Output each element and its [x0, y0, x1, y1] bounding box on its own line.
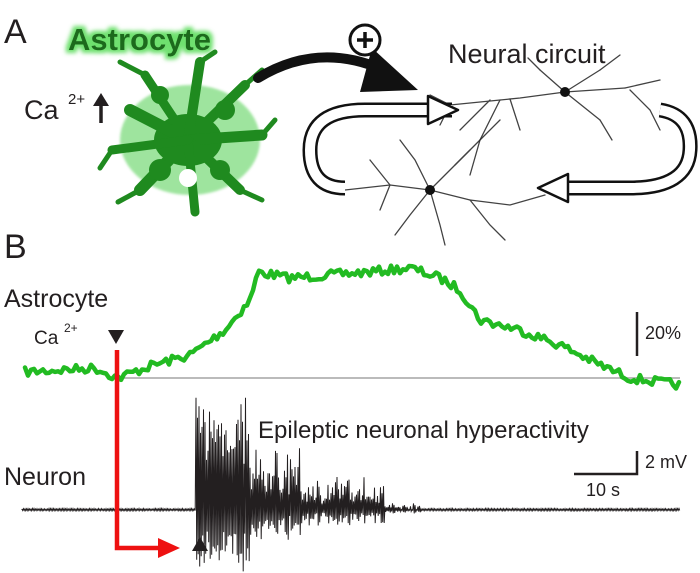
ca-text: Ca: [24, 95, 59, 125]
trace-ca-text: Ca: [34, 328, 59, 349]
red-elbow-arrow-icon: [114, 350, 180, 558]
loop-arrow-icon: [302, 94, 698, 204]
down-triangle-marker-icon: [108, 330, 124, 344]
panel-a-label: A: [4, 13, 27, 51]
hyperactivity-label: Epileptic neuronal hyperactivity: [258, 417, 589, 444]
panel-b-label: B: [4, 228, 27, 266]
neuron-lower: [344, 119, 546, 246]
astrocyte-calcium-trace: [22, 263, 682, 391]
up-triangle-marker-icon: [192, 537, 208, 551]
trace-ca-superscript: 2+: [64, 321, 78, 335]
curved-arrow-icon: [253, 48, 418, 92]
plus-symbol: +: [0, 0, 1, 1]
ca-superscript: 2+: [68, 91, 85, 108]
neuron-upper: [429, 54, 661, 176]
astrocyte-trace-label: Astrocyte: [4, 285, 108, 313]
time-scale-label: 10 s: [586, 480, 620, 500]
mv-time-scale-bar: [574, 451, 639, 476]
neural-circuit-label: Neural circuit: [448, 39, 606, 69]
plus-circle-icon: [348, 23, 382, 57]
neuron-voltage-trace: [21, 397, 681, 572]
neuron-trace-label: Neuron: [4, 463, 86, 491]
astrocyte-cell-image: [97, 49, 278, 217]
mv-scale-label: 2 mV: [645, 452, 687, 472]
up-arrow-icon: [93, 93, 109, 123]
neuron-images: [344, 54, 661, 246]
panel-a-ca-label: Ca 2+: [24, 91, 85, 125]
percent-scale-label: 20%: [645, 323, 681, 343]
astrocyte-title: Astrocyte: [68, 22, 211, 57]
